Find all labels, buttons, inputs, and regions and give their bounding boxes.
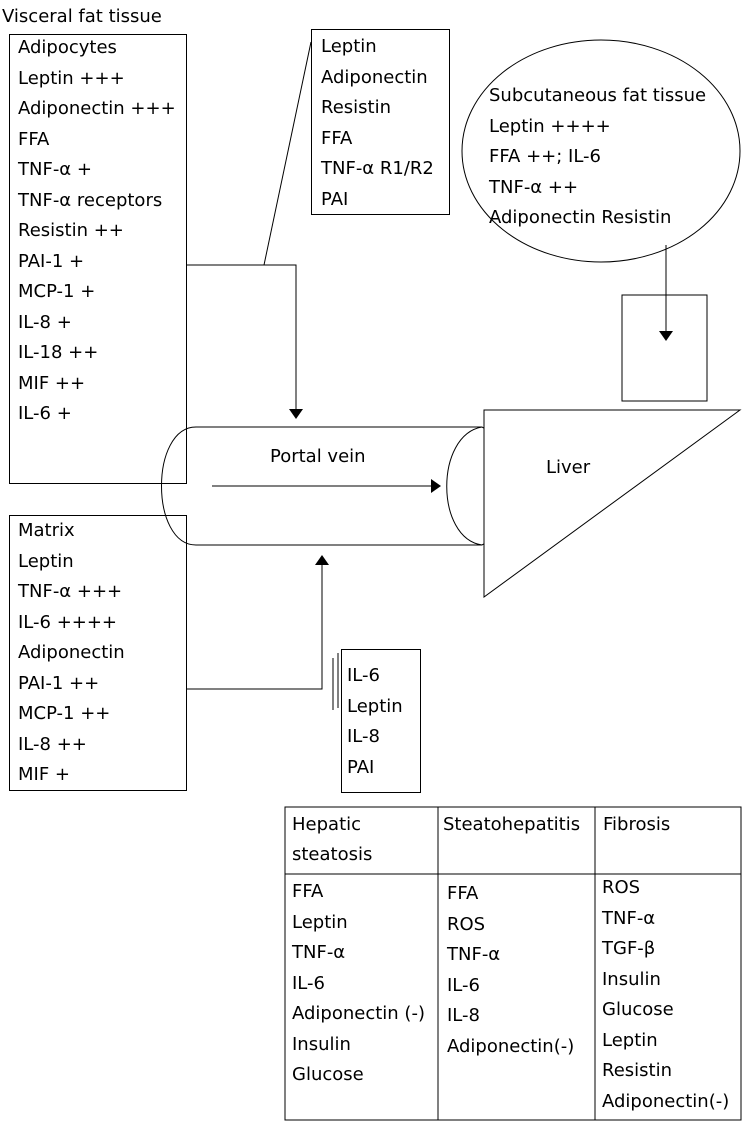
subcutaneous-factor: Leptin ++++ xyxy=(489,115,611,137)
table-cell: Adiponectin(-) xyxy=(602,1090,730,1112)
subcutaneous-factor: FFA ++; IL-6 xyxy=(489,146,602,167)
table-cell: FFA xyxy=(447,883,479,904)
table-header-fibrosis: Fibrosis xyxy=(603,814,671,835)
table-cell: IL-6 xyxy=(292,972,325,994)
matrix-factor: Leptin xyxy=(18,550,74,572)
top-factor: Resistin xyxy=(321,97,391,118)
top-factor: PAI xyxy=(321,188,349,210)
subcutaneous-connector-box xyxy=(621,294,708,402)
table-cell: Adiponectin (-) xyxy=(292,1003,425,1024)
adipocyte-factor: IL-18 ++ xyxy=(18,342,99,363)
small-factor: PAI xyxy=(347,756,375,778)
table-cell: FFA xyxy=(292,881,324,902)
table-cell: Adiponectin(-) xyxy=(447,1035,575,1057)
small-factor: IL-6 xyxy=(347,665,380,686)
table-cell: ROS xyxy=(602,877,641,898)
table-cell: TGF-β xyxy=(602,938,656,959)
table-header-hepatic-steatosis: Hepatic steatosis xyxy=(292,810,402,870)
adipocyte-factor: IL-6 + xyxy=(18,403,72,424)
table-cell: Glucose xyxy=(602,999,674,1020)
table-cell: IL-8 xyxy=(447,1005,480,1026)
portal-vein-label: Portal vein xyxy=(270,446,366,467)
top-factor: Leptin xyxy=(321,36,377,57)
table-cell: Insulin xyxy=(602,968,661,990)
table-cell: IL-6 xyxy=(447,974,480,996)
small-factors-box xyxy=(341,649,421,793)
table-cell: Insulin xyxy=(292,1033,351,1055)
matrix-factor: TNF-α +++ xyxy=(18,581,123,602)
table-cell: TNF-α xyxy=(602,907,656,929)
adipocyte-factor: Leptin +++ xyxy=(18,67,125,89)
small-factor: Leptin xyxy=(347,695,403,717)
matrix-factor: MIF + xyxy=(18,764,70,785)
adipocyte-factor: Resistin ++ xyxy=(18,220,124,241)
subcutaneous-ellipse xyxy=(461,39,741,263)
adipocytes-connector xyxy=(187,264,303,419)
adipocyte-factor: PAI-1 + xyxy=(18,250,85,272)
table-cell: Glucose xyxy=(292,1064,364,1085)
matrix-factor: MCP-1 ++ xyxy=(18,703,111,724)
matrix-factor: Matrix xyxy=(18,520,75,541)
adipocyte-factor: MCP-1 + xyxy=(18,281,96,302)
top-factor: FFA xyxy=(321,127,353,149)
table-cell: TNF-α xyxy=(292,942,346,963)
adipocyte-factor: TNF-α receptors xyxy=(18,189,163,211)
adipocyte-factor: FFA xyxy=(18,128,50,150)
matrix-factor: IL-6 ++++ xyxy=(18,611,118,633)
outcome-table-grid xyxy=(284,806,742,1121)
subcutaneous-factor: TNF-α ++ xyxy=(489,176,579,198)
table-cell: Leptin xyxy=(292,911,348,933)
top-box-connector xyxy=(263,41,312,266)
liver-label: Liver xyxy=(546,457,591,478)
header-hepatic-steatosis-text: Hepatic steatosis xyxy=(292,814,373,865)
adipocyte-factor: Adiponectin +++ xyxy=(18,98,176,119)
adipocyte-factor: IL-8 + xyxy=(18,311,72,333)
table-cell: Resistin xyxy=(602,1060,672,1081)
matrix-connector xyxy=(187,555,329,690)
matrix-factor: Adiponectin xyxy=(18,642,125,663)
small-factor: IL-8 xyxy=(347,726,380,747)
matrix-factor: IL-8 ++ xyxy=(18,733,87,755)
liver-shape xyxy=(483,409,742,598)
table-cell: ROS xyxy=(447,913,486,935)
subcutaneous-factor: Adiponectin Resistin xyxy=(489,207,672,228)
matrix-factor: PAI-1 ++ xyxy=(18,672,100,694)
adipocyte-factor: MIF ++ xyxy=(18,372,86,394)
matrix-box xyxy=(9,515,187,791)
visceral-fat-title: Visceral fat tissue xyxy=(2,6,162,27)
subcutaneous-factor: Subcutaneous fat tissue xyxy=(489,85,707,106)
top-factor: Adiponectin xyxy=(321,66,428,88)
top-factor: TNF-α R1/R2 xyxy=(321,158,434,179)
top-factors-box xyxy=(311,29,450,215)
adipocytes-box xyxy=(9,34,187,484)
table-cell: Leptin xyxy=(602,1029,658,1051)
table-cell: TNF-α xyxy=(447,944,501,965)
adipocyte-factor: TNF-α + xyxy=(18,159,92,180)
table-header-steatohepatitis: Steatohepatitis xyxy=(443,814,581,835)
adipocyte-factor: Adipocytes xyxy=(18,37,117,58)
